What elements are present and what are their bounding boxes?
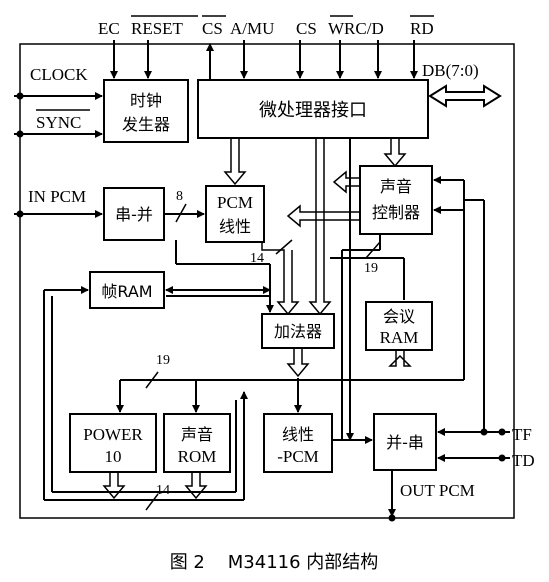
clock-gen-line2: 发生器 <box>122 115 170 134</box>
top-pin-arrows <box>110 40 418 80</box>
adder-label: 加法器 <box>274 322 322 341</box>
mpu-interface-block <box>197 79 429 139</box>
linear-pcm-block <box>263 413 333 473</box>
bus-slash-14-upper <box>275 239 293 255</box>
bus-slash-14-lower <box>145 493 159 511</box>
bus-width-19-left: 19 <box>156 353 170 368</box>
parallel-serial-block <box>373 413 437 471</box>
frame-ram-label: 帧RAM <box>101 282 152 301</box>
figure-caption: 图 2 M34116 内部结构 <box>170 552 379 573</box>
clock-generator-block <box>103 79 189 143</box>
adder-to-linear-pcm-bus <box>286 348 310 378</box>
voice-ctrl-line1: 声音 <box>380 177 412 196</box>
pcm-to-adder-bus <box>261 242 300 316</box>
pin-ec: EC <box>98 19 120 38</box>
bus-width-14-upper: 14 <box>250 251 264 266</box>
voice-ctrl-to-pcm-bus <box>286 204 360 228</box>
db-bus-arrow <box>428 84 502 108</box>
pin-cs-bar: CS <box>202 19 223 38</box>
pin-out-pcm: OUT PCM <box>400 481 475 500</box>
pcm-linear-line2: 线性 <box>219 217 251 236</box>
voice-rom-line1: 声音 <box>181 425 213 444</box>
pcm-linear-line1: PCM <box>217 193 253 212</box>
voice-ctrl-input-bus <box>332 170 360 194</box>
mpu-to-pcm-bus <box>223 138 247 186</box>
pin-cs: CS <box>296 19 317 38</box>
in-pcm-node <box>16 210 24 218</box>
chip-outline <box>19 43 515 519</box>
voice-rom-out-bus <box>184 472 208 500</box>
linear-pcm-line1: 线性 <box>282 425 314 444</box>
conf-ram-line2: RAM <box>380 328 419 347</box>
pin-clock: CLOCK <box>30 65 88 84</box>
bus-slash-19-left <box>145 371 159 389</box>
pin-wrc-d: WRC/D <box>328 19 384 38</box>
voice-ctrl-line2: 控制器 <box>372 203 420 222</box>
bus-width-8: 8 <box>176 189 183 204</box>
power-out-bus <box>102 472 126 500</box>
pin-in-pcm: IN PCM <box>28 187 86 206</box>
adder-block <box>261 313 335 349</box>
mpu-to-voice-ctrl-bus <box>383 138 407 168</box>
pin-db: DB(7:0) <box>422 61 479 80</box>
power-block <box>69 413 157 473</box>
pcm-linear-block <box>205 185 265 243</box>
out-pcm-node <box>388 514 396 522</box>
voice-rom-line2: ROM <box>178 447 217 466</box>
voice-controller-block <box>359 165 433 235</box>
clock-gen-line1: 时钟 <box>130 91 162 110</box>
sp-converter-label: 串-并 <box>115 205 153 224</box>
pin-reset: RESET <box>131 19 184 38</box>
ps-converter-label: 并-串 <box>386 433 424 452</box>
mpu-interface-label: 微处理器接口 <box>259 100 367 121</box>
mpu-to-adder-bus <box>308 138 332 316</box>
linear-pcm-line2: -PCM <box>277 447 319 466</box>
pin-a-mu: A/MU <box>230 19 274 38</box>
conf-ram-line1: 会议 <box>383 307 415 326</box>
sync-node <box>16 130 24 138</box>
conference-ram-block <box>365 301 433 351</box>
clock-node <box>16 92 24 100</box>
voice-rom-block <box>163 413 231 473</box>
pin-sync: SYNC <box>36 113 81 132</box>
bus-width-19-right: 19 <box>364 261 378 276</box>
pin-td: TD <box>512 451 535 470</box>
pin-tf: TF <box>512 425 532 444</box>
bus-slash-8 <box>175 203 187 223</box>
td-node <box>498 454 506 462</box>
bus-width-14-lower: 14 <box>156 483 170 498</box>
power-line1: POWER <box>83 425 143 444</box>
serial-parallel-block <box>103 187 165 241</box>
tf-node <box>498 428 506 436</box>
bus-slash-19-right <box>365 241 381 259</box>
conf-ram-bus <box>388 350 412 367</box>
frame-ram-block <box>89 271 165 309</box>
power-line2: 10 <box>105 447 122 466</box>
pin-rd: RD <box>410 19 434 38</box>
